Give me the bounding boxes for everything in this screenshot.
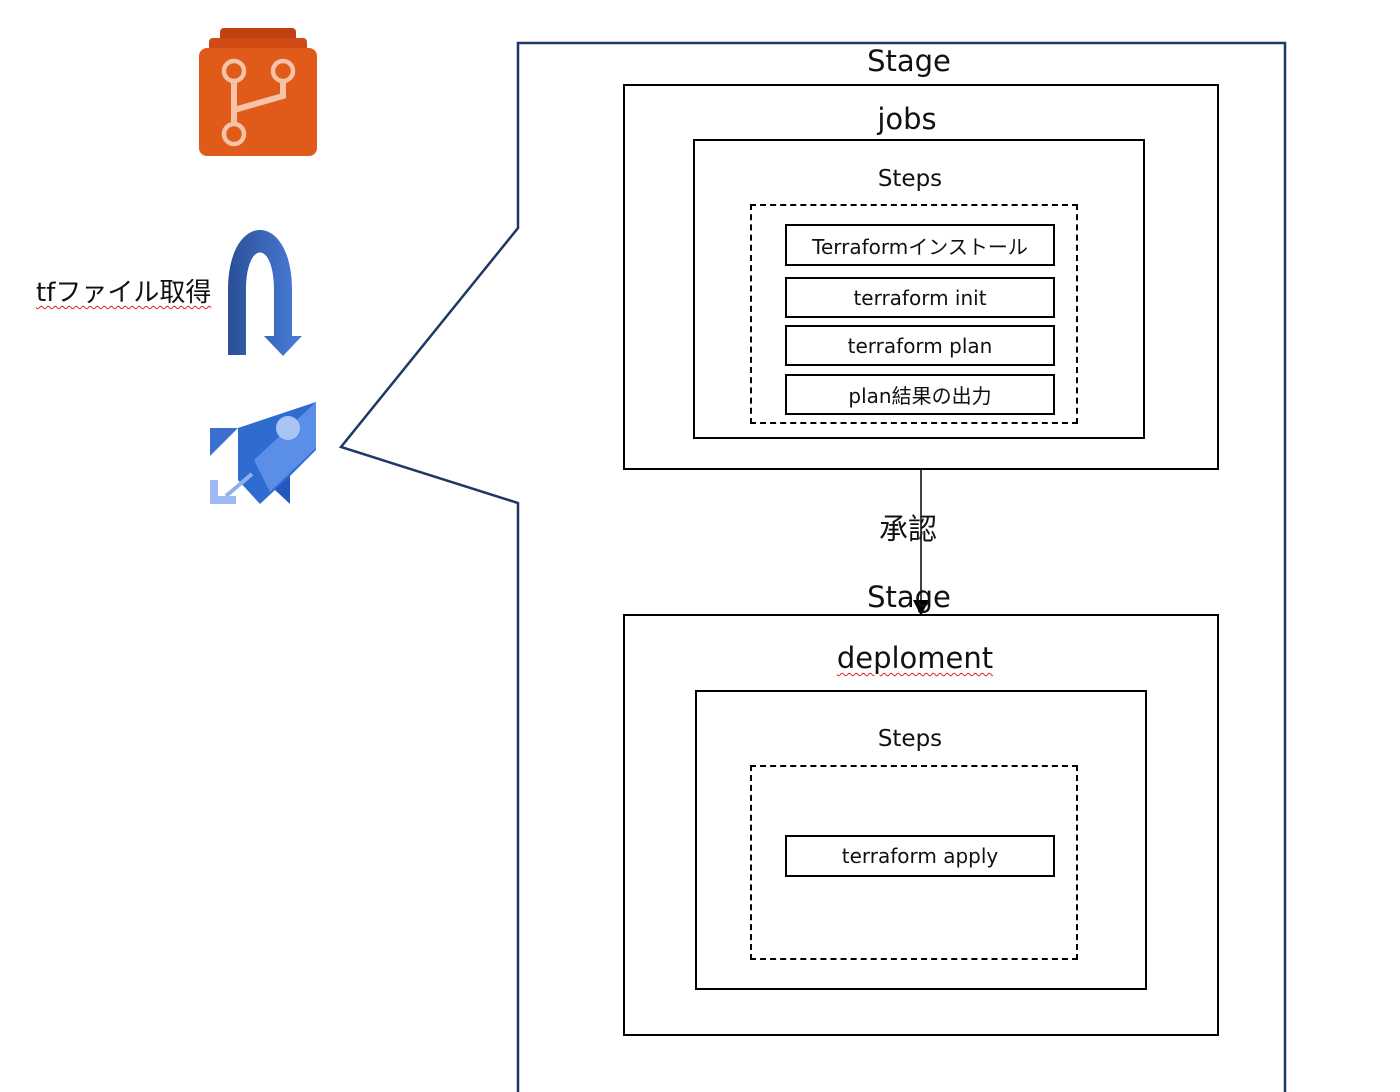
step-terraform-init: terraform init	[785, 277, 1055, 318]
step-terraform-plan: terraform plan	[785, 325, 1055, 366]
azure-pipelines-icon	[208, 400, 320, 508]
jobs-container	[623, 84, 1219, 470]
deployment-title-text: deploment	[836, 641, 994, 675]
curved-down-arrow-icon	[222, 220, 304, 360]
fetch-label: tfファイル取得	[36, 272, 211, 309]
azure-repos-icon	[199, 28, 317, 158]
step-terraform-install: Terraformインストール	[785, 224, 1055, 266]
step-terraform-plan-label: terraform plan	[847, 333, 993, 358]
steps-container-2	[695, 690, 1147, 990]
stage2-title: Stage	[867, 580, 951, 614]
deployment-title: deploment	[820, 641, 1010, 675]
approval-label: 承認	[878, 512, 937, 546]
steps-group-2	[750, 765, 1078, 960]
steps-container-1	[693, 139, 1145, 439]
steps-title-1: Steps	[877, 166, 943, 192]
step-plan-output-label: plan結果の出力	[848, 384, 992, 408]
stage1-title: Stage	[867, 44, 951, 78]
connector-arrowhead	[913, 600, 929, 616]
fetch-label-text: tfファイル取得	[36, 278, 212, 308]
steps-title-2: Steps	[877, 726, 943, 752]
deployment-container	[623, 614, 1219, 1036]
step-terraform-init-label: terraform init	[853, 285, 987, 310]
step-terraform-apply-label: terraform apply	[841, 844, 999, 868]
step-terraform-install-label: Terraformインストール	[812, 234, 1028, 259]
jobs-title: jobs	[877, 102, 937, 136]
step-plan-output: plan結果の出力	[785, 374, 1055, 415]
steps-group-1	[750, 204, 1078, 424]
step-terraform-apply: terraform apply	[785, 835, 1055, 877]
